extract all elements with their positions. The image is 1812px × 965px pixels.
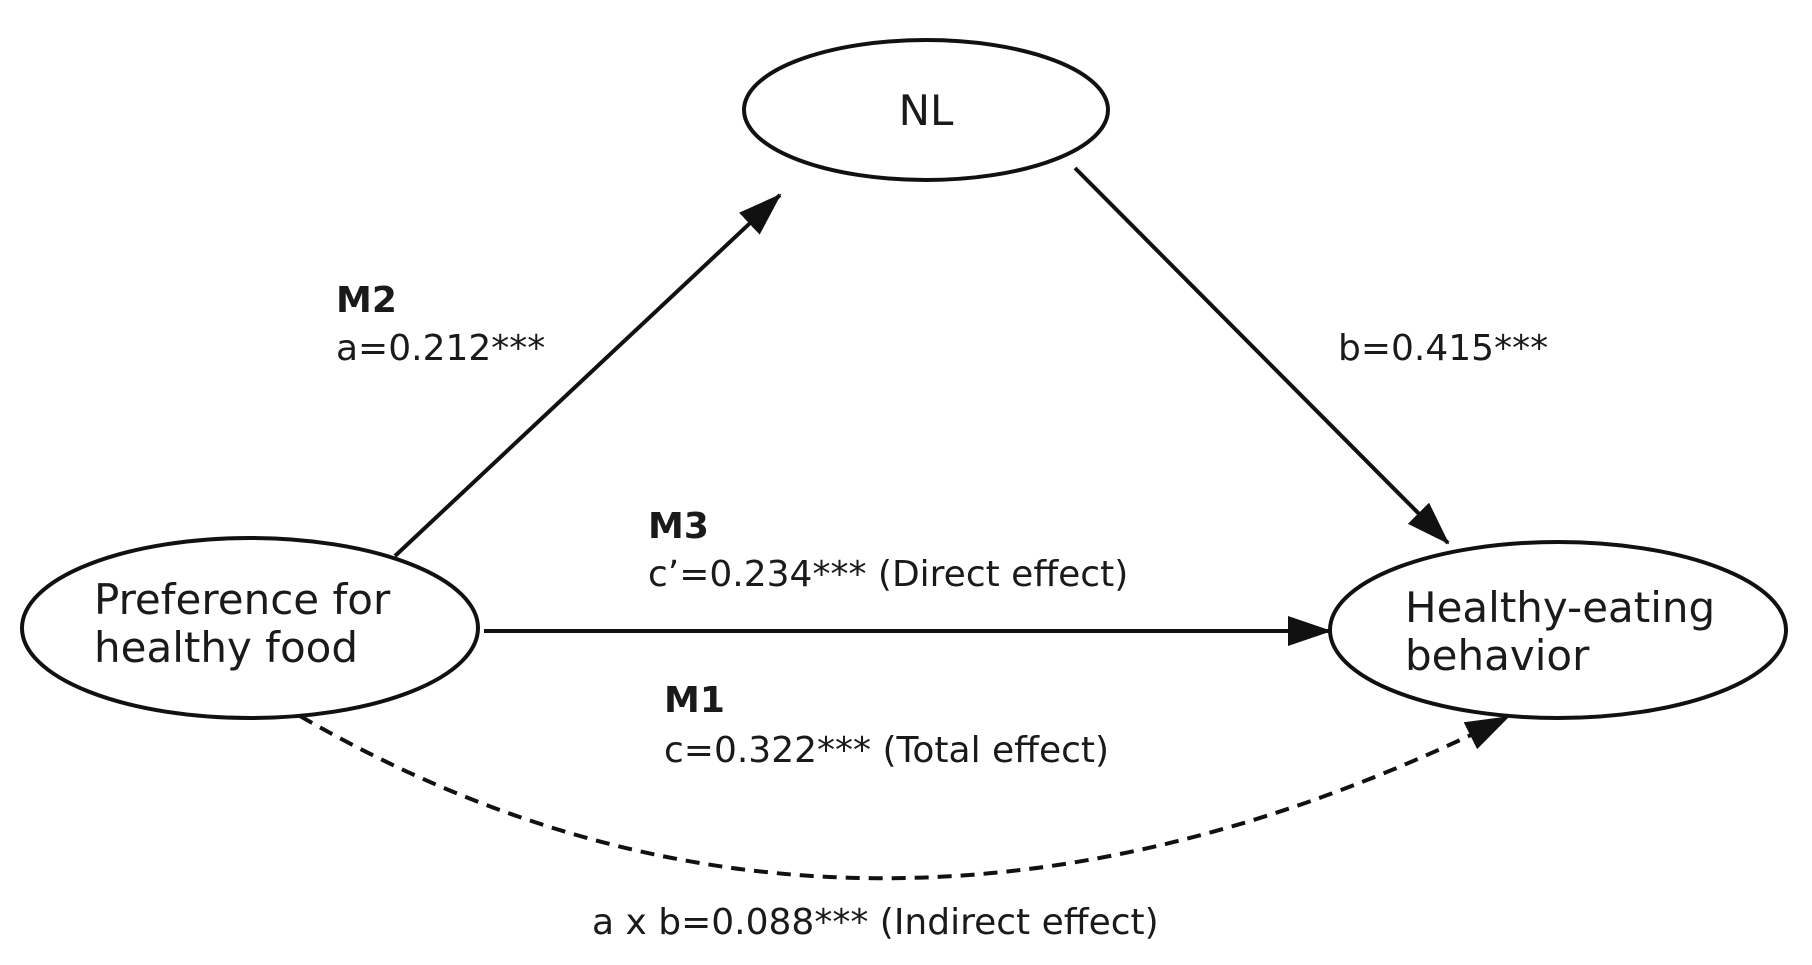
path-total-model-label: M1: [664, 680, 725, 721]
path-b-arrow: [1073, 166, 1450, 545]
path-direct-coefficient: c’=0.234*** (Direct effect): [648, 554, 1128, 595]
outcome-label-line2: behavior: [1405, 631, 1590, 680]
predictor-label-line2: healthy food: [94, 623, 358, 672]
mediator-ellipse: [742, 38, 1110, 182]
mediator-label: NL: [899, 86, 954, 135]
predictor-ellipse: [20, 536, 480, 720]
predictor-node: Preference for healthy food: [20, 536, 480, 720]
outcome-ellipse: [1328, 540, 1788, 720]
path-a-coefficient: a=0.212***: [336, 328, 545, 369]
predictor-label-line1: Preference for: [94, 575, 391, 624]
path-a-model-label: M2: [336, 280, 397, 321]
outcome-label-line1: Healthy-eating: [1405, 583, 1715, 632]
outcome-node: Healthy-eating behavior: [1328, 540, 1788, 720]
path-total-coefficient: c=0.322*** (Total effect): [664, 730, 1109, 771]
path-indirect-coefficient: a x b=0.088*** (Indirect effect): [592, 902, 1159, 943]
mediator-node: NL: [742, 38, 1110, 182]
path-b-coefficient: b=0.415***: [1338, 328, 1548, 369]
path-indirect-arrow: [298, 714, 1510, 881]
path-a-arrow: [393, 193, 782, 558]
path-direct-model-label: M3: [648, 506, 709, 547]
